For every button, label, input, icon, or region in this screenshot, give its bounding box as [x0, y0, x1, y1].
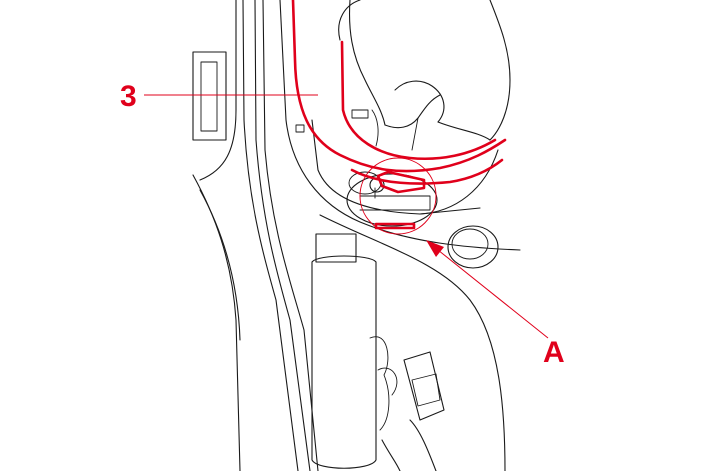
- lever: [311, 233, 445, 471]
- clip-highlight: [359, 157, 437, 235]
- callout-3: 3: [120, 80, 137, 113]
- trim-part-3-highlight: [291, 0, 507, 185]
- leader-line-a: [437, 249, 549, 339]
- arrowhead-a: [426, 240, 444, 257]
- hand-illustration: [338, 0, 511, 151]
- round-plug: [447, 225, 499, 269]
- console-panel-outline: [192, 0, 319, 471]
- callout-a: A: [543, 336, 565, 369]
